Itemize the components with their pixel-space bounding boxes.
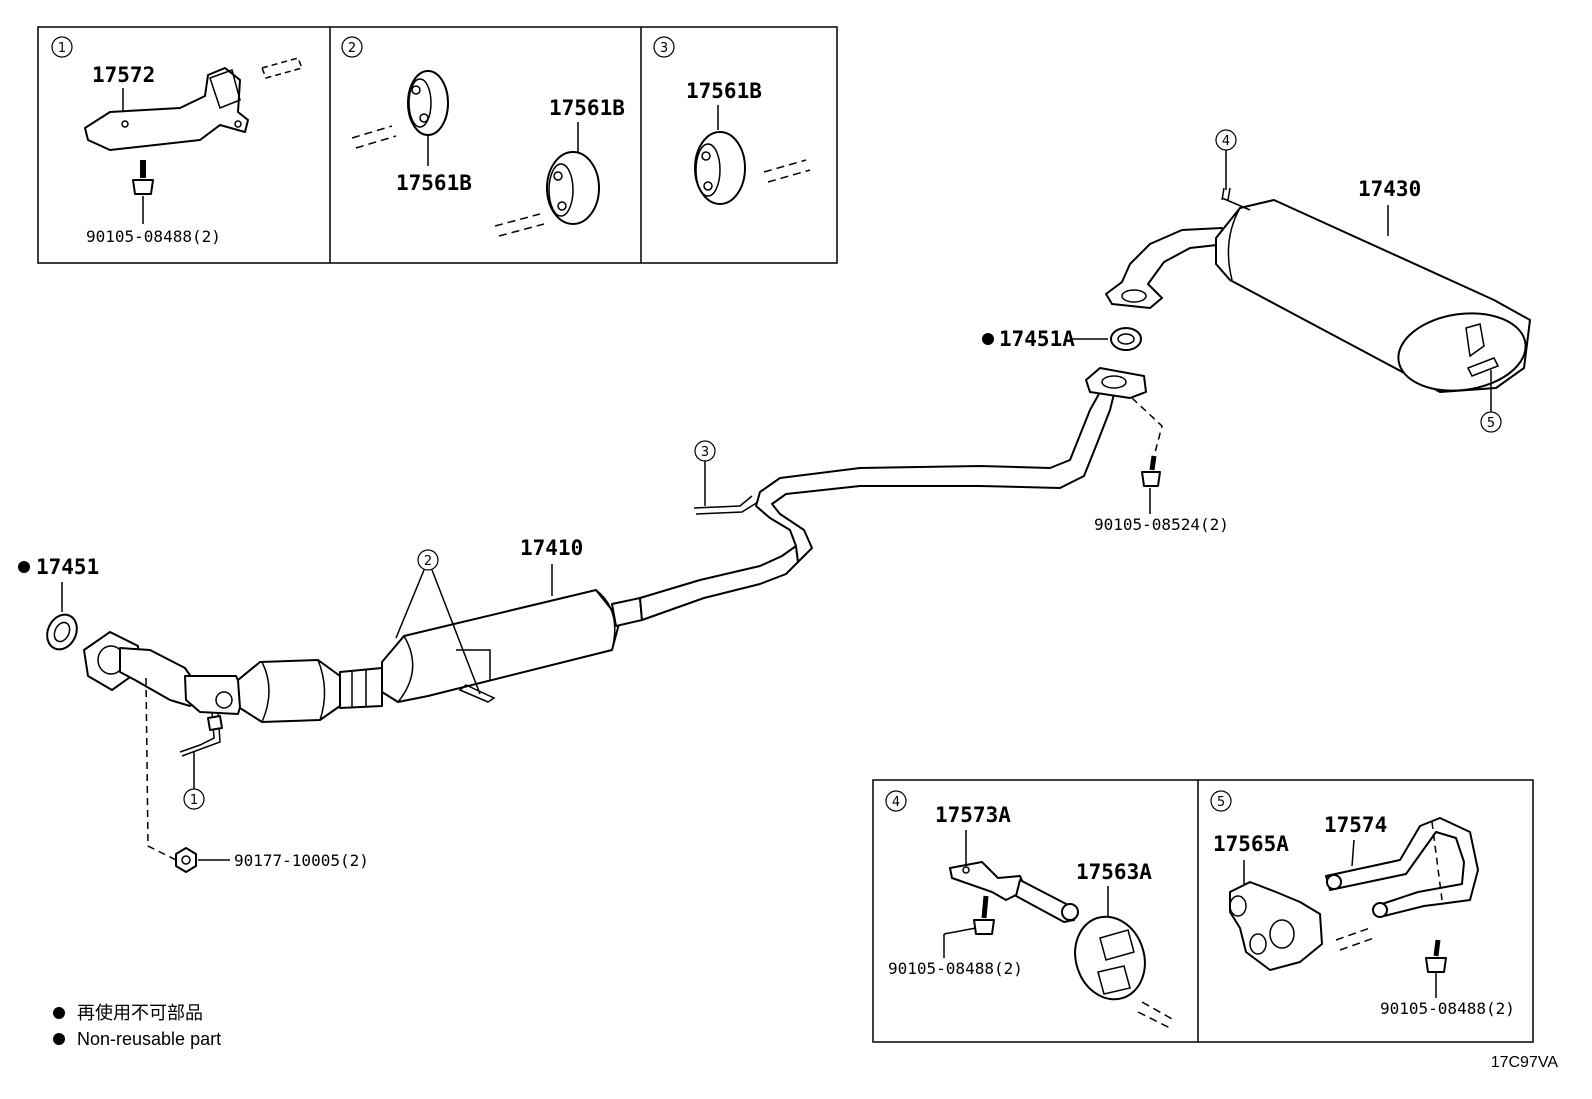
bolt-icon	[132, 160, 154, 195]
part-17410-label: 17410	[520, 536, 583, 560]
part-17563A-label: 17563A	[1076, 860, 1152, 884]
bolt-90105-08488-label-5: 90105-08488(2)	[1380, 999, 1515, 1018]
bolt-icon	[1425, 939, 1447, 973]
part-17561B-label-b: 17561B	[549, 96, 625, 120]
top-inset-frame	[37, 26, 838, 264]
rear-bolt: 90105-08524(2)	[1094, 397, 1229, 534]
part-17451-label: 17451	[36, 555, 99, 579]
gasket-17451: 17451	[18, 555, 99, 651]
inset-3: 3 17561B	[653, 36, 811, 205]
front-nut: 90177-10005(2)	[145, 677, 369, 873]
rubber-hanger-icon	[407, 70, 449, 136]
callout-4: 4	[1222, 134, 1230, 149]
front-pipe-labels: 17410 2 1	[183, 536, 583, 810]
part-17572-label: 17572	[92, 63, 155, 87]
non-reusable-dot-icon	[53, 1033, 65, 1045]
nut-icon	[175, 847, 197, 873]
bolt-icon	[1141, 455, 1161, 487]
rubber-hanger-icon	[1074, 915, 1146, 1001]
non-reusable-dot-icon	[53, 1007, 65, 1019]
bolt-90105-08488-label-1: 90105-08488(2)	[86, 227, 221, 246]
bolt-90105-08524-label: 90105-08524(2)	[1094, 515, 1229, 534]
legend: 再使用不可部品 Non-reusable part	[53, 1003, 221, 1049]
cushion-17565A-shape	[1229, 881, 1323, 971]
bottom-inset-frame	[872, 779, 1534, 1043]
inset-1-number: 1	[58, 41, 66, 56]
nut-90177-10005-label: 90177-10005(2)	[234, 851, 369, 870]
front-pipe-assembly	[83, 545, 799, 757]
part-17561B-label-c: 17561B	[686, 79, 762, 103]
center-pipe: 3	[693, 367, 1147, 563]
part-17573A-label: 17573A	[935, 803, 1011, 827]
figure-code: 17C97VA	[1491, 1054, 1559, 1071]
inset-2-number: 2	[348, 41, 356, 56]
inset-4-number: 4	[892, 795, 900, 810]
gasket-17451A: 17451A	[982, 327, 1142, 351]
inset-4: 4 17573A 90105-08488(2) 17563A	[885, 790, 1175, 1029]
part-17565A-label: 17565A	[1213, 832, 1289, 856]
tail-pipe-muffler: 4 5 17430	[1105, 129, 1531, 433]
bracket-17572-shape	[84, 67, 249, 151]
callout-2: 2	[424, 554, 432, 569]
inset-5: 5 17565A 17574 90105-08488(2)	[1210, 790, 1515, 1018]
callout-3: 3	[701, 445, 709, 460]
legend-jp: 再使用不可部品	[77, 1003, 203, 1023]
inset-5-number: 5	[1217, 795, 1225, 810]
part-17430-label: 17430	[1358, 177, 1421, 201]
callout-1: 1	[190, 793, 198, 808]
inset-3-number: 3	[660, 41, 668, 56]
inset-1: 1 17572 90105-08488(2)	[51, 36, 304, 246]
bolt-90105-08488-label-4: 90105-08488(2)	[888, 959, 1023, 978]
part-17561B-label-a: 17561B	[396, 171, 472, 195]
part-17574-label: 17574	[1324, 813, 1387, 837]
rubber-hanger-icon	[546, 151, 600, 225]
inset-2: 2 17561B 17561B	[341, 36, 625, 237]
bolt-icon	[973, 895, 995, 935]
rubber-hanger-icon	[694, 131, 746, 205]
legend-en: Non-reusable part	[77, 1029, 221, 1049]
part-17451A-label: 17451A	[999, 327, 1075, 351]
bracket-17573A-shape	[949, 861, 1027, 901]
callout-5: 5	[1487, 416, 1495, 431]
